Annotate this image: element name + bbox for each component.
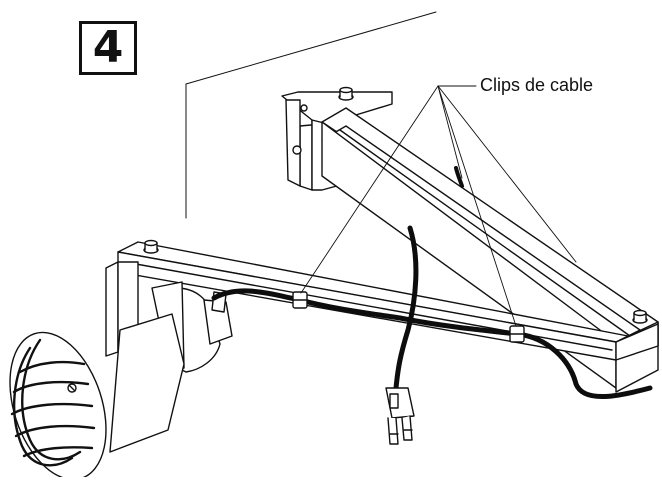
top-bolt-icon [338,86,354,101]
step-badge: 4 [79,21,137,75]
brace-end-bolt-icon [632,309,648,324]
lamp-screw-icon [67,383,77,393]
cable-clip-icon [292,291,308,309]
step-number: 4 [92,22,124,73]
cable-clips-callout: Clips de cable [480,75,594,95]
lamp-head [9,313,185,481]
plug-icon [385,387,415,445]
cable-clip-icon [509,325,525,343]
wall-outline [185,11,437,219]
lamp-socket [203,291,233,345]
callout-leaders [300,85,577,327]
arm-bolt-icon [143,239,159,254]
lamp-cage [10,338,96,467]
